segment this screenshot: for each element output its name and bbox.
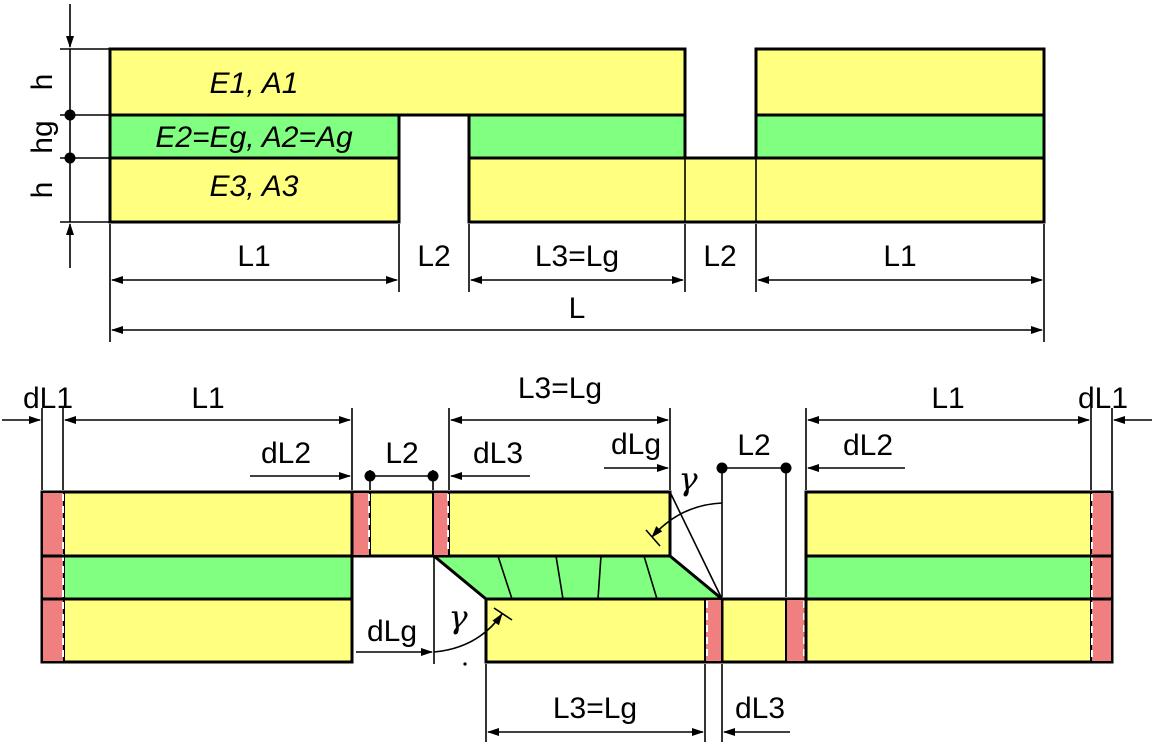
- boundary-left-end: [41, 491, 65, 663]
- thickness-label-h-top: h: [26, 74, 59, 91]
- length-dimensions: L1 L2 L3=Lg L2 L1 L: [109, 224, 1045, 342]
- core-layer-middle: [467, 113, 687, 160]
- thickness-dimension: h hg h: [26, 4, 110, 268]
- row3-dimensions: L3=Lg dL3: [487, 692, 790, 736]
- dim-L3-bottom: L3=Lg: [553, 692, 637, 725]
- dim-L1-right: L1: [883, 240, 916, 273]
- middle-top-layer: [350, 490, 672, 558]
- dim-L2-left: L2: [417, 240, 450, 273]
- core-layer-right: [754, 113, 1046, 160]
- left-core-layer: [40, 554, 354, 601]
- thickness-label-h-bottom: h: [26, 182, 59, 199]
- angle-top: γ: [645, 460, 723, 600]
- dimension-dot: [427, 470, 439, 482]
- thickness-label-hg: hg: [26, 120, 59, 153]
- dim-L1-left: L1: [237, 240, 270, 273]
- boundary-middle-start: [432, 491, 450, 557]
- angle-gamma-top: γ: [678, 460, 698, 498]
- dim-L1-right: L1: [931, 382, 964, 415]
- dimension-dot: [64, 109, 76, 121]
- angle-gamma-bottom: γ: [448, 598, 468, 636]
- dim-dL1-right: dL1: [1078, 382, 1128, 415]
- dimension-dot: [716, 462, 728, 474]
- dim-dLg-top: dLg: [611, 428, 661, 461]
- pivot-dot: [463, 662, 467, 666]
- dim-dL3-top: dL3: [473, 437, 523, 470]
- dim-dL2-right: dL2: [843, 429, 893, 462]
- right-bottom-layer: [804, 597, 1114, 664]
- dim-L-total: L: [569, 292, 586, 325]
- dim-L3: L3=Lg: [535, 240, 619, 273]
- dim-dL2-left: dL2: [261, 437, 311, 470]
- row1-dimensions: dL1 L1 L3=Lg L1 dL1: [2, 372, 1152, 424]
- left-bottom-layer: [40, 597, 354, 664]
- dim-dL1-left: dL1: [23, 382, 73, 415]
- bottom-layer-left: [108, 156, 401, 224]
- boundary-middle-bottom-end: [704, 598, 723, 663]
- top-layer-right: [754, 47, 1046, 117]
- dimension-dot: [64, 152, 76, 164]
- middle-bottom-layer: [484, 597, 724, 664]
- right-core-layer: [804, 554, 1114, 601]
- dim-L2-right: L2: [703, 240, 736, 273]
- top-layer-left: [108, 47, 687, 117]
- row2-dimensions: dL2 L2 dL3 dLg L2 dL2: [250, 428, 905, 482]
- dim-L1-left: L1: [191, 382, 224, 415]
- core-layer-label: E2=Eg, A2=Ag: [155, 121, 353, 154]
- dim-L2-right: L2: [737, 429, 770, 462]
- angle-bottom: γ dLg: [356, 555, 513, 666]
- dim-L3-top: L3=Lg: [518, 372, 602, 405]
- dim-L2-left: L2: [385, 437, 418, 470]
- element-boundaries: [41, 491, 1113, 663]
- dim-dLg-bottom: dLg: [367, 615, 417, 648]
- right-top-layer: [804, 490, 1114, 558]
- boundary-right-end: [1090, 491, 1113, 663]
- dimension-dot: [364, 470, 376, 482]
- left-top-layer: [40, 490, 354, 558]
- dim-dL3-bottom: dL3: [735, 692, 785, 725]
- top-layer-label: E1, A1: [210, 67, 299, 100]
- bottom-diagram: dL1 L1 L3=Lg L1 dL1 dL2 L2 dL3 dLg L2 dL…: [2, 372, 1152, 742]
- top-diagram: E1, A1 E2=Eg, A2=Ag E3, A3 h hg h: [26, 4, 1046, 342]
- bottom-layer-label: E3, A3: [210, 170, 299, 203]
- dimension-dot: [780, 462, 792, 474]
- boundary-left-gap: [351, 491, 371, 557]
